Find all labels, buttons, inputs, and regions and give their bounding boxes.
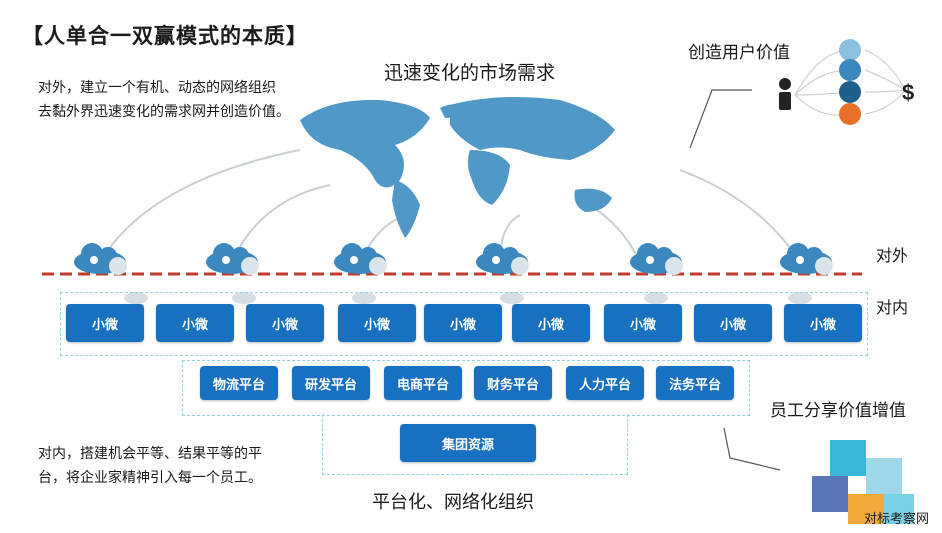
micro-unit-button[interactable]: 小微 xyxy=(784,304,862,342)
platform-legal-button[interactable]: 法务平台 xyxy=(656,366,734,400)
market-title: 迅速变化的市场需求 xyxy=(384,62,556,84)
world-map-icon xyxy=(300,96,615,238)
user-value-graphic xyxy=(779,39,906,125)
micro-unit-button[interactable]: 小微 xyxy=(424,304,502,342)
employee-value-connector xyxy=(723,427,781,471)
cloud-icons xyxy=(74,243,833,275)
group-resource-container xyxy=(322,414,628,475)
label-outside: 对外 xyxy=(876,246,909,265)
dollar-icon: $ xyxy=(902,80,914,105)
user-value-connector xyxy=(689,89,752,149)
micro-unit-button[interactable]: 小微 xyxy=(604,304,682,342)
platform-logistics-button[interactable]: 物流平台 xyxy=(200,366,278,400)
outer-description: 对外，建立一个有机、动态的网络组织 去黏外界迅速变化的需求网并创造价值。 xyxy=(38,76,290,124)
label-inside: 对内 xyxy=(876,298,909,317)
inner-description-line: 对内，搭建机会平等、结果平等的平 xyxy=(38,446,262,462)
employee-value-title: 员工分享价值增值 xyxy=(770,401,906,421)
inner-description-line: 台，将企业家精神引入每一个员工。 xyxy=(38,470,262,486)
outer-description-line: 去黏外界迅速变化的需求网并创造价值。 xyxy=(38,104,290,120)
user-value-title: 创造用户价值 xyxy=(688,43,790,63)
cube-stack-icon xyxy=(812,440,914,524)
platform-hr-button[interactable]: 人力平台 xyxy=(566,366,644,400)
micro-unit-button[interactable]: 小微 xyxy=(512,304,590,342)
outer-description-line: 对外，建立一个有机、动态的网络组织 xyxy=(38,80,276,96)
group-resource-button[interactable]: 集团资源 xyxy=(400,424,536,462)
platform-title: 平台化、网络化组织 xyxy=(372,492,534,513)
micro-unit-button[interactable]: 小微 xyxy=(338,304,416,342)
watermark: 对标考察网 xyxy=(864,512,930,527)
micro-unit-button[interactable]: 小微 xyxy=(66,304,144,342)
connection-arcs xyxy=(99,149,801,263)
micro-unit-button[interactable]: 小微 xyxy=(694,304,772,342)
page-title: 【人单合一双赢模式的本质】 xyxy=(22,24,308,48)
micro-unit-button[interactable]: 小微 xyxy=(156,304,234,342)
platform-rnd-button[interactable]: 研发平台 xyxy=(292,366,370,400)
micro-unit-button[interactable]: 小微 xyxy=(246,304,324,342)
small-cloud-icons xyxy=(124,292,812,304)
platforms-container xyxy=(182,360,750,416)
platform-finance-button[interactable]: 财务平台 xyxy=(474,366,552,400)
inner-description: 对内，搭建机会平等、结果平等的平 台，将企业家精神引入每一个员工。 xyxy=(38,442,262,490)
platform-ecommerce-button[interactable]: 电商平台 xyxy=(384,366,462,400)
micro-units-container xyxy=(60,292,868,356)
